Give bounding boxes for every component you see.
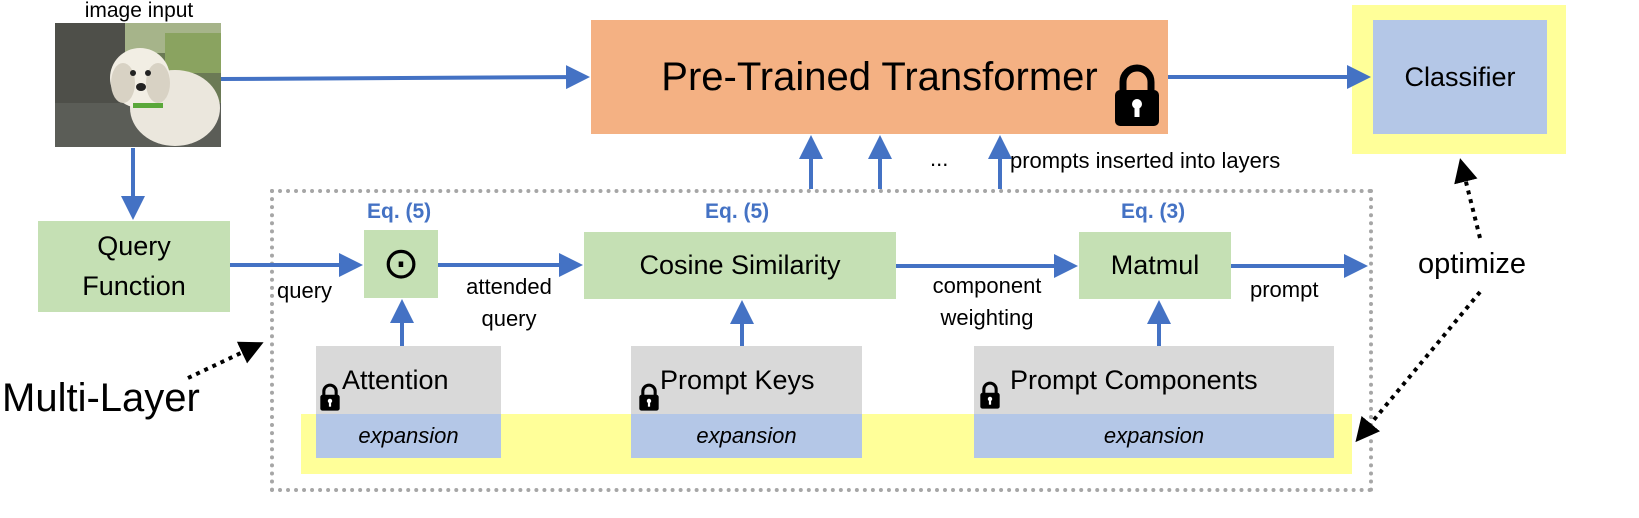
arrow-optimize-to-expansion	[1355, 290, 1482, 443]
hadamard-symbol: ⊙	[382, 238, 420, 289]
cosine-similarity-label: Cosine Similarity	[639, 250, 841, 280]
attention-box: Attention	[316, 346, 501, 414]
optimize-label: optimize	[1418, 248, 1526, 280]
matmul-label: Matmul	[1110, 250, 1200, 280]
prompt-components-box: Prompt Components	[974, 346, 1334, 414]
lock-icon	[980, 381, 1000, 409]
prompt-components-expansion-label: expansion	[1103, 423, 1205, 448]
prompt-components-label: Prompt Components	[1010, 364, 1258, 395]
eq-label-cosine: Eq. (5)	[705, 200, 770, 223]
lock-icon	[1115, 64, 1159, 126]
prompt-keys-expansion: expansion	[631, 414, 862, 458]
query-edge-label: query	[277, 278, 333, 303]
arrow-image-to-transformer	[220, 65, 590, 90]
lock-icon	[639, 383, 659, 411]
query-function-box: Query Function	[38, 221, 230, 312]
component-weighting-edge-label: component weighting	[932, 273, 1042, 330]
attention-expansion: expansion	[316, 414, 501, 458]
lock-icon	[320, 383, 340, 411]
eq-label-matmul: Eq. (3)	[1121, 200, 1186, 223]
eq-label-hadamard: Eq. (5)	[367, 200, 432, 223]
prompts-inserted-label: prompts inserted into layers	[1010, 148, 1281, 173]
classifier-box: Classifier	[1373, 20, 1547, 134]
query-function-label: Query Function	[82, 231, 186, 301]
matmul-box: Matmul	[1079, 232, 1231, 299]
attention-label: Attention	[342, 364, 449, 395]
hadamard-product-box: ⊙	[364, 230, 438, 298]
prompt-edge-label: prompt	[1250, 277, 1319, 302]
prompt-components-expansion: expansion	[974, 414, 1334, 458]
classifier-label: Classifier	[1404, 61, 1516, 92]
image-input-label: image input	[84, 0, 194, 22]
ellipsis-label: ...	[930, 146, 949, 171]
arrow-optimize-to-classifier	[1454, 158, 1482, 239]
prompt-keys-box: Prompt Keys	[631, 346, 862, 414]
prompt-keys-label: Prompt Keys	[660, 364, 815, 395]
pretrained-transformer-label: Pre-Trained Transformer	[661, 54, 1098, 99]
multi-layer-container	[270, 189, 1373, 492]
attention-expansion-label: expansion	[358, 423, 459, 448]
cosine-similarity-box: Cosine Similarity	[584, 232, 896, 299]
prompt-keys-expansion-label: expansion	[696, 423, 797, 448]
arrow-multilayer-pointer	[187, 341, 264, 380]
attended-query-edge-label: attended query	[466, 274, 552, 331]
pretrained-transformer-box: Pre-Trained Transformer	[591, 20, 1168, 134]
dog-photo	[55, 23, 221, 147]
multi-layer-label: Multi-Layer	[2, 376, 200, 420]
